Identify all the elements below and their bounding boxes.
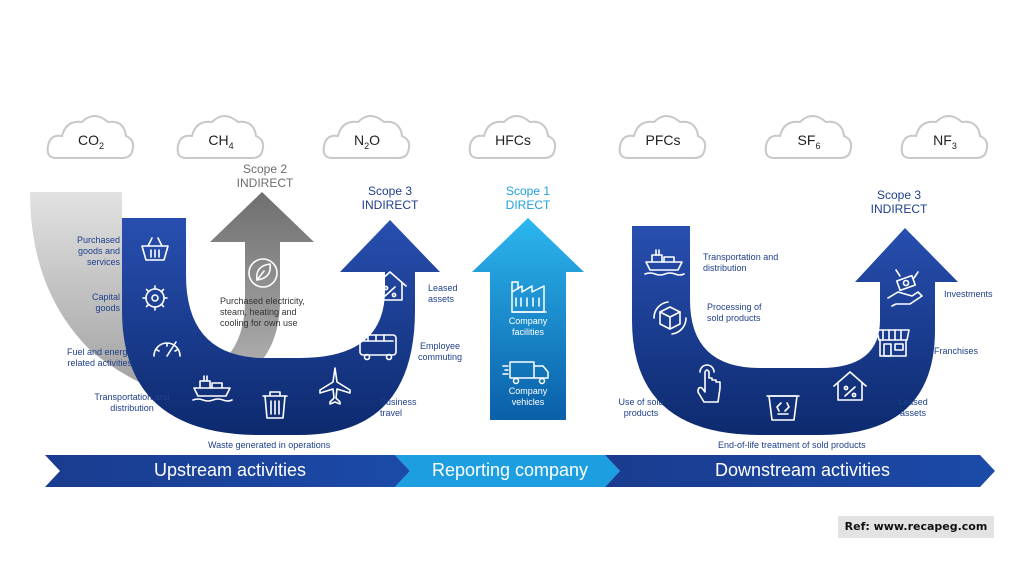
scope2-arrow: [170, 192, 314, 398]
category-label: Company vehicles: [508, 386, 548, 407]
category-label: Transportation and distribution: [703, 252, 779, 273]
gear-icon: [142, 285, 168, 311]
category-label: Fuel and energy related activities: [66, 347, 132, 368]
gas-label-hfcs: HFCs: [495, 132, 531, 148]
reporting-bar-label: Reporting company: [431, 460, 589, 480]
store-icon: [876, 329, 910, 357]
upstream-bar: [45, 455, 410, 487]
category-label: Company facilities: [508, 316, 548, 337]
scope1-arrow: [472, 218, 584, 420]
cloud-icon: [176, 115, 265, 159]
category-label: Employee commuting: [417, 341, 462, 362]
house-percent-icon: [833, 371, 867, 401]
cloud-icon: [468, 115, 557, 159]
downstream-bar-label: Downstream activities: [714, 460, 891, 480]
category-label: Waste generated in operations: [208, 440, 331, 450]
gauge-icon: [153, 341, 181, 357]
category-label: Business travel: [380, 397, 417, 418]
gas-label-pfcs: PFCs: [645, 132, 681, 148]
gas-label-co2: CO2: [77, 132, 104, 151]
gas-label-nf3: NF3: [933, 132, 957, 151]
house-percent-icon: [373, 271, 407, 301]
category-label: Franchises: [934, 346, 979, 356]
factory-icon: [511, 281, 547, 313]
reference-label: Ref: www.recapeg.com: [838, 516, 994, 538]
downstream-bar: [605, 455, 995, 487]
gas-label-n2o: N2O: [353, 132, 381, 151]
scope2-description: Purchased electricity, steam, heating an…: [220, 296, 305, 328]
category-label: Leased assets: [898, 397, 928, 418]
truck-icon: [502, 361, 549, 385]
plane-icon: [319, 367, 351, 405]
leaf-bulb-icon: [248, 258, 278, 288]
gas-label-sf6: SF6: [797, 132, 821, 151]
touch-hand-icon: [697, 364, 721, 403]
category-label: Transportation and distribution: [94, 392, 170, 413]
ship-icon: [644, 249, 685, 276]
processing-box-icon: [653, 301, 687, 335]
cloud-icon: [322, 115, 411, 159]
category-label: Investments: [944, 289, 993, 299]
cloud-icon: [900, 115, 989, 159]
category-label: End-of-life treatment of sold products: [718, 440, 866, 450]
upstream-bar-label: Upstream activities: [153, 460, 307, 480]
trash-icon: [262, 391, 288, 419]
money-hand-icon: [887, 269, 923, 307]
cloud-icon: [764, 115, 853, 159]
cloud-icon: [618, 115, 707, 159]
category-label: Capital goods: [91, 292, 120, 313]
gas-label-ch4: CH4: [208, 132, 234, 151]
category-label: Processing of sold products: [707, 302, 762, 323]
basket-icon: [141, 237, 169, 261]
bus-icon: [359, 334, 397, 361]
cloud-icon: [46, 115, 135, 159]
scope3-downstream-arrow: [632, 226, 958, 435]
category-label: Purchased goods and services: [76, 235, 120, 267]
category-label: Use of sold products: [618, 397, 664, 418]
recycle-bin-icon: [766, 395, 800, 421]
reporting-bar: [395, 455, 620, 487]
ship-icon: [192, 375, 233, 402]
category-label: Leased assets: [428, 283, 458, 304]
gas-clouds: [46, 115, 989, 159]
